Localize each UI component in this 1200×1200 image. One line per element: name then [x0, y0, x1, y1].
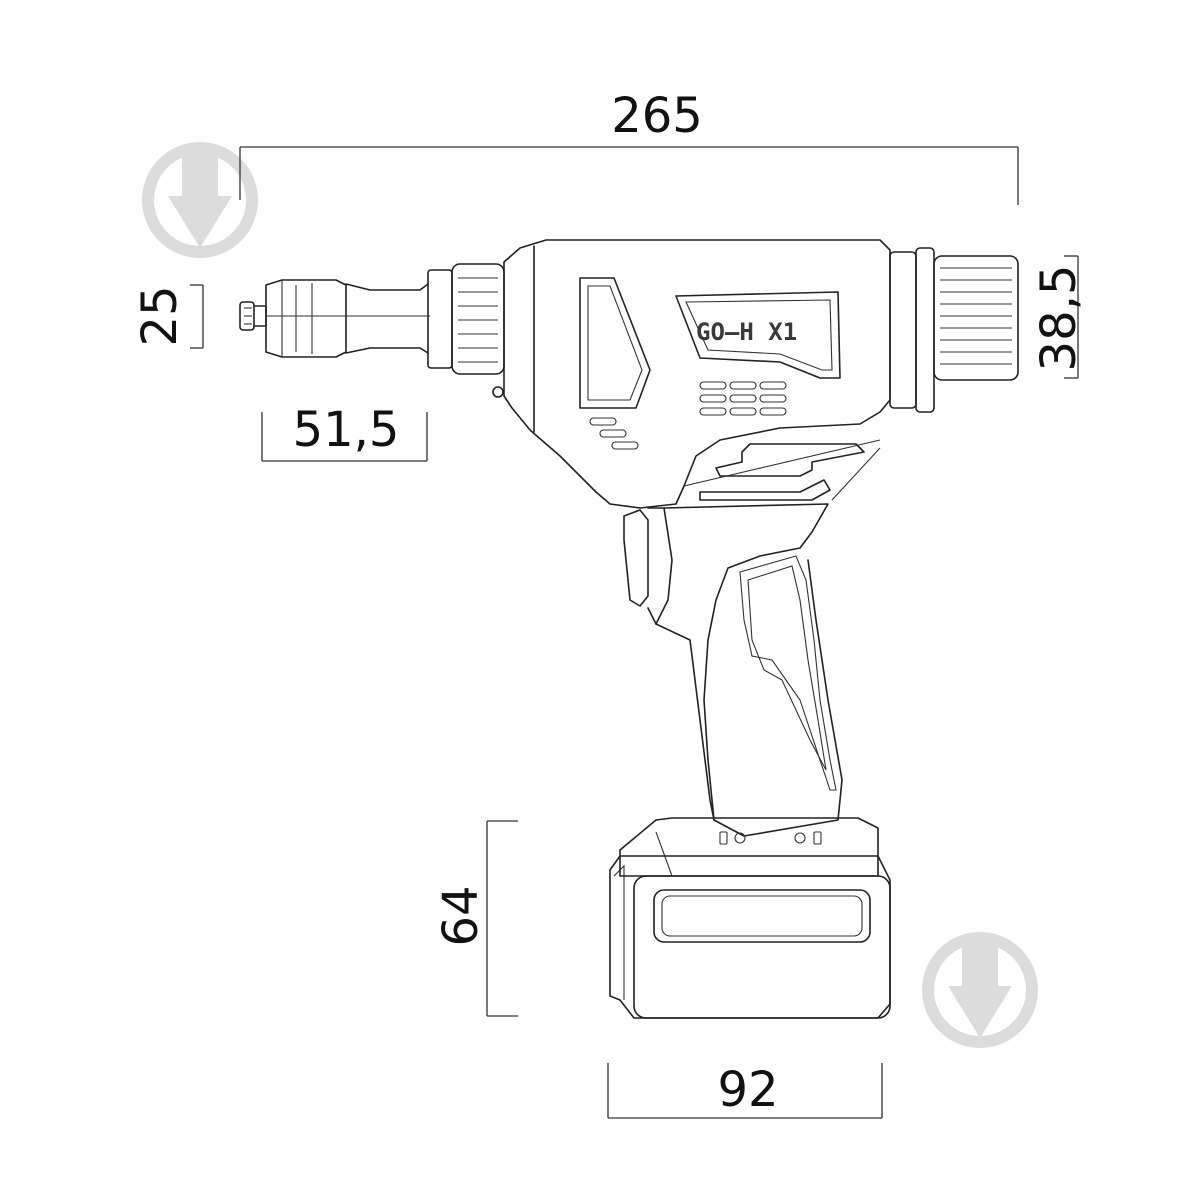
dimension-nozzle-length: 51,5 — [261, 402, 428, 462]
shovel-drop-icon — [168, 150, 232, 248]
dimension-label-battery-height: 64 — [433, 885, 489, 946]
product-logo-text: GO—H X1 — [696, 318, 797, 346]
battery-pack — [609, 817, 891, 1019]
dimension-rear-knob-diameter: 38,5 — [1031, 255, 1087, 379]
watermark-top-left — [142, 142, 258, 258]
rear-knob — [889, 247, 1019, 413]
watermark-bottom-right — [922, 932, 1038, 1048]
dimension-battery-height: 64 — [433, 820, 518, 1017]
dimension-nozzle-diameter: 25 — [132, 284, 204, 349]
dimension-label-rear-knob-diameter: 38,5 — [1031, 265, 1087, 372]
tool-body: GO—H X1 — [492, 239, 891, 509]
dimension-battery-width: 92 — [607, 1062, 883, 1119]
rivet-tool-outline: GO—H X1 — [239, 239, 1019, 1019]
watermark-circle — [922, 932, 1038, 1048]
dimension-label-total-length: 265 — [611, 88, 703, 144]
dimension-label-battery-width: 92 — [717, 1062, 778, 1118]
nozzle — [239, 263, 505, 375]
trigger — [623, 507, 673, 625]
dimension-label-nozzle-diameter: 25 — [132, 285, 188, 346]
handle — [655, 503, 843, 837]
dimension-total-length: 265 — [239, 88, 1019, 205]
watermark-circle — [142, 142, 258, 258]
shovel-drop-icon — [948, 940, 1012, 1038]
dimension-label-nozzle-length: 51,5 — [293, 402, 400, 458]
vent-slots — [589, 381, 787, 450]
